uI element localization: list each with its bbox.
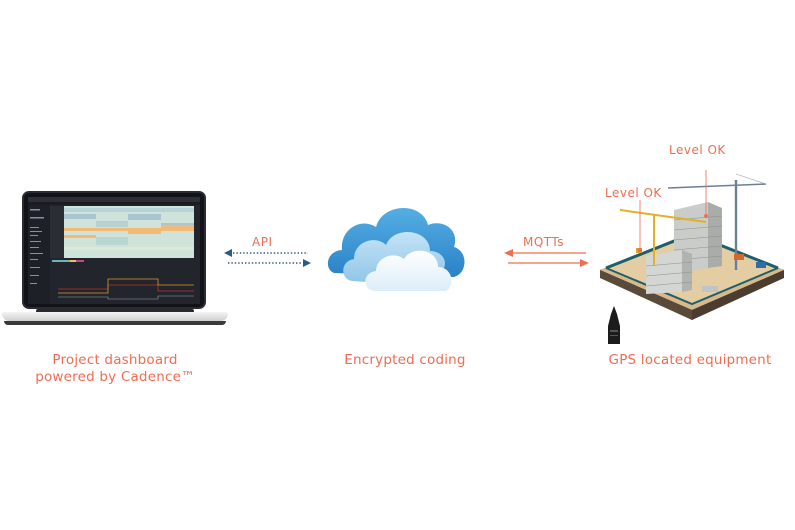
level-ok-label-2: Level OK [669, 143, 726, 157]
laptop-dashboard-icon [28, 197, 200, 304]
cloud-caption-line1: Encrypted coding [344, 352, 466, 368]
cloud-caption: Encrypted coding [315, 352, 495, 369]
dashboard-caption-line1: Project dashboard [52, 352, 178, 368]
arrow-left-icon [224, 249, 308, 257]
cloud-node [322, 195, 472, 300]
api-arrows [224, 249, 311, 267]
site-caption: GPS located equipment [590, 352, 790, 369]
arrow-right-icon [508, 259, 589, 267]
dashboard-screen [28, 197, 200, 304]
site-caption-line1: GPS located equipment [608, 352, 772, 368]
mqtts-arrows [504, 249, 589, 267]
api-label: API [252, 235, 273, 249]
level-ok-label-1: Level OK [605, 186, 662, 200]
gps-tracker-icon [608, 306, 620, 344]
construction-site-icon [600, 170, 784, 320]
dashboard-caption-line2: powered by Cadence™ [35, 369, 195, 385]
arrow-left-icon [504, 249, 586, 257]
cloud-icon [327, 207, 465, 291]
laptop-base-edge [4, 321, 226, 325]
laptop-keyboard [36, 309, 194, 313]
arrow-right-icon [228, 259, 311, 267]
dashboard-caption: Project dashboard powered by Cadence™ [20, 352, 210, 386]
mqtts-label: MQTTs [523, 235, 565, 249]
laptop-base [2, 312, 228, 321]
